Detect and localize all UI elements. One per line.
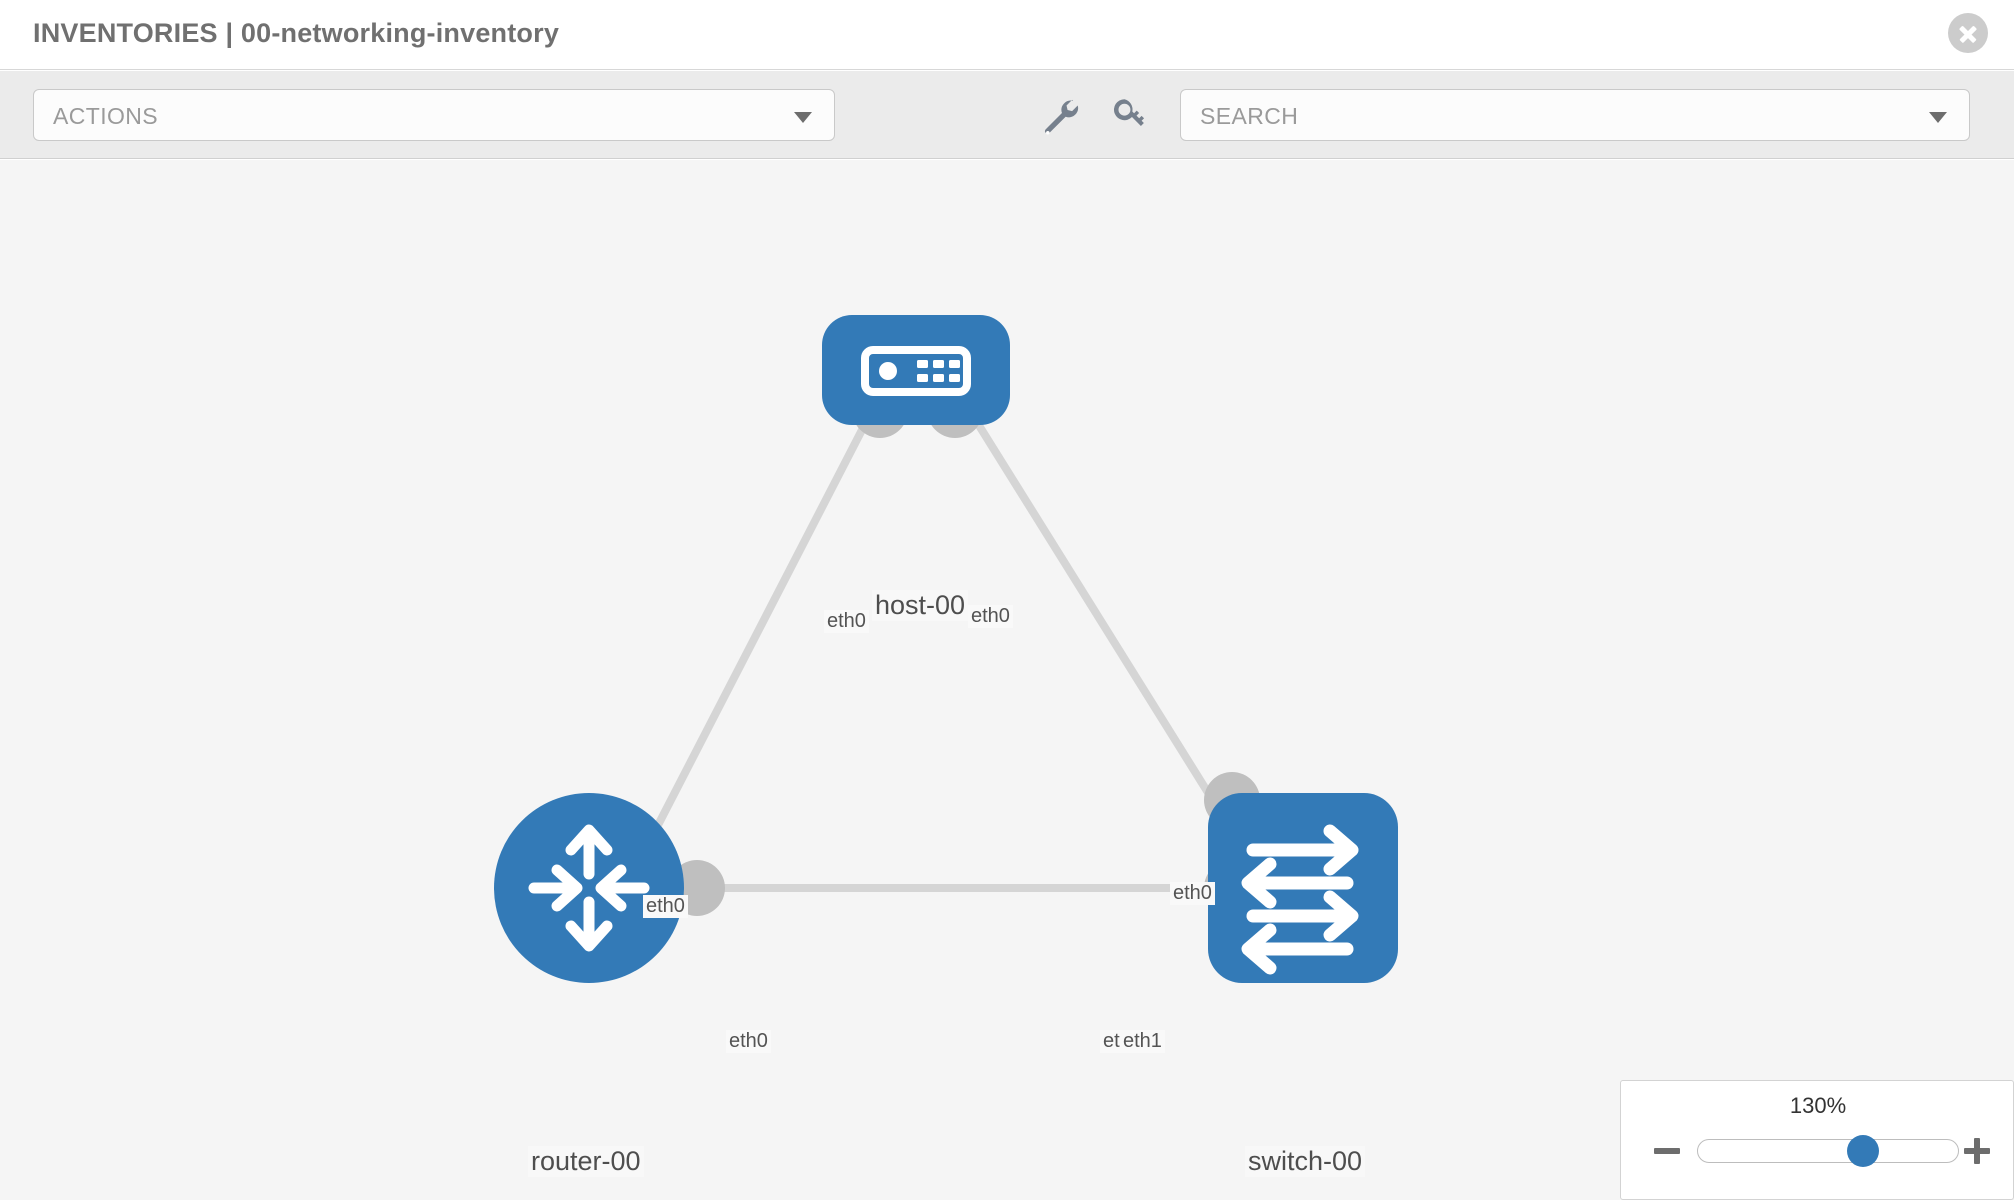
zoom-slider-thumb[interactable] [1847,1135,1879,1167]
node-label-switch-00: switch-00 [1245,1146,1366,1177]
close-icon[interactable] [1948,13,1988,53]
edge-label-host-router-target: eth0 [643,895,688,918]
chevron-down-icon [794,112,812,123]
page-title: INVENTORIES | 00-networking-inventory [33,18,560,48]
node-label-host-00: host-00 [872,590,969,621]
node-host-00 [822,315,1010,425]
topology-ports [669,382,1260,916]
zoom-control-panel: 130% [1620,1080,2014,1200]
search-input[interactable]: SEARCH [1180,89,1970,141]
edge-label-router-switch-source: eth0 [726,1030,771,1053]
topology-canvas[interactable]: host-00 router-00 switch-00 eth0 eth0 et… [0,160,2014,1200]
edge-label-host-router-source: eth0 [824,610,869,633]
wrench-icon[interactable] [1038,95,1080,137]
chevron-down-icon[interactable] [1929,112,1947,123]
node-label-router-00: router-00 [528,1146,644,1177]
actions-dropdown[interactable]: ACTIONS [33,89,835,141]
page-header: INVENTORIES | 00-networking-inventory [0,0,2014,70]
zoom-slider-row [1621,1131,2014,1171]
zoom-out-button[interactable] [1651,1135,1683,1167]
toolbar: ACTIONS SEARCH [0,71,2014,159]
edge-label-router-switch-target: eth1 [1120,1030,1165,1053]
actions-dropdown-label: ACTIONS [53,103,159,129]
key-icon[interactable] [1108,95,1150,137]
topology-graph [494,315,1398,983]
zoom-slider[interactable] [1697,1135,1959,1167]
node-switch-00 [1208,793,1398,983]
zoom-in-button[interactable] [1961,1135,1993,1167]
node-router-00 [494,793,684,983]
search-placeholder: SEARCH [1200,103,1299,129]
zoom-percent-label: 130% [1789,1093,1847,1118]
edge-label-host-switch-target: eth0 [1170,882,1215,905]
topology-links [636,392,1254,892]
edge-label-host-switch-source: eth0 [968,605,1013,628]
